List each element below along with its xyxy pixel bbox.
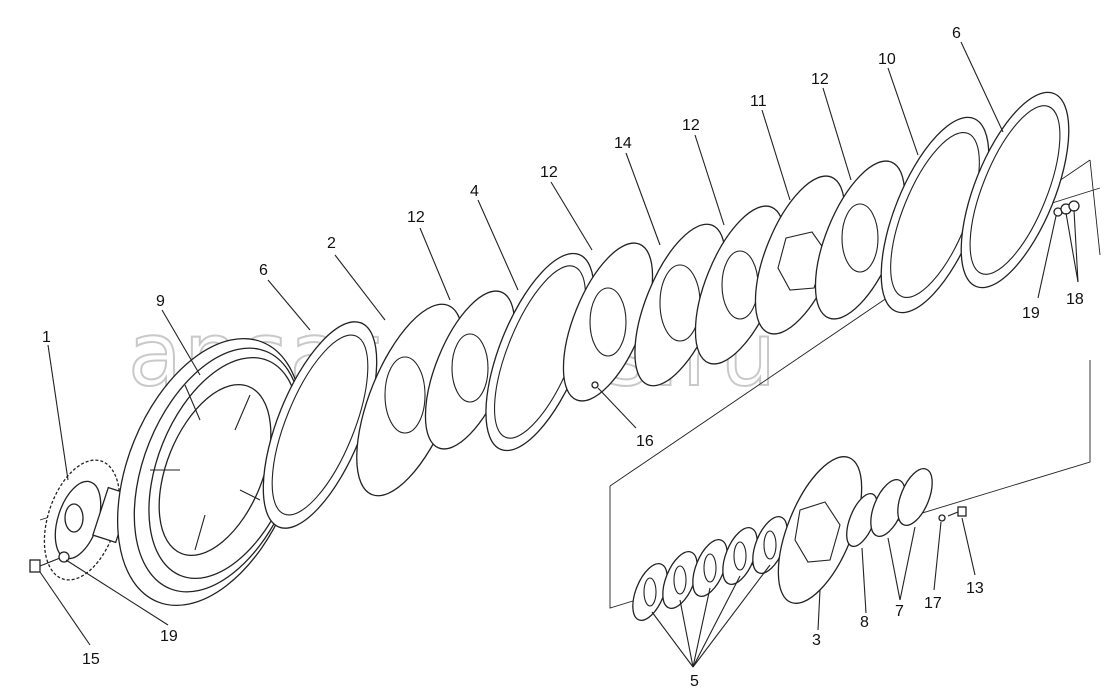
callout-19-left: 19	[160, 628, 178, 645]
part-15-bolt	[29, 551, 70, 573]
callout-6-right: 6	[952, 25, 961, 42]
callout-12-c: 12	[682, 117, 700, 134]
callout-8: 8	[860, 614, 869, 631]
callout-3: 3	[812, 632, 821, 649]
callout-19-right: 19	[1022, 305, 1040, 322]
callout-14: 14	[614, 135, 632, 152]
callout-12-d: 12	[811, 71, 829, 88]
callout-7: 7	[895, 603, 904, 620]
callout-16: 16	[636, 433, 654, 450]
part-5-discs	[632, 516, 788, 621]
callout-9: 9	[156, 293, 165, 310]
callout-6-left: 6	[259, 262, 268, 279]
callout-17: 17	[924, 595, 942, 612]
panel-right-edge	[1089, 159, 1101, 256]
callout-12-a: 12	[407, 209, 425, 226]
callout-13: 13	[966, 580, 984, 597]
callout-18: 18	[1066, 291, 1084, 308]
callout-5: 5	[690, 673, 699, 690]
leader-lines	[39, 41, 1079, 668]
callout-4: 4	[470, 183, 479, 200]
part-1-sprocket	[43, 459, 132, 581]
callout-1: 1	[42, 329, 51, 346]
callout-11: 11	[750, 93, 767, 110]
part-18-19-nuts	[1053, 200, 1080, 217]
callout-10: 10	[878, 51, 896, 68]
callout-12-b: 12	[540, 164, 558, 181]
part-13-bolt	[947, 506, 967, 517]
part-16-pin	[591, 381, 599, 389]
part-7-rings	[870, 468, 933, 537]
part-9-pulley	[116, 337, 304, 607]
callout-2: 2	[327, 235, 336, 252]
part-17-washer	[938, 514, 946, 522]
callout-15: 15	[82, 651, 100, 668]
part-6-ring-right	[960, 91, 1070, 289]
